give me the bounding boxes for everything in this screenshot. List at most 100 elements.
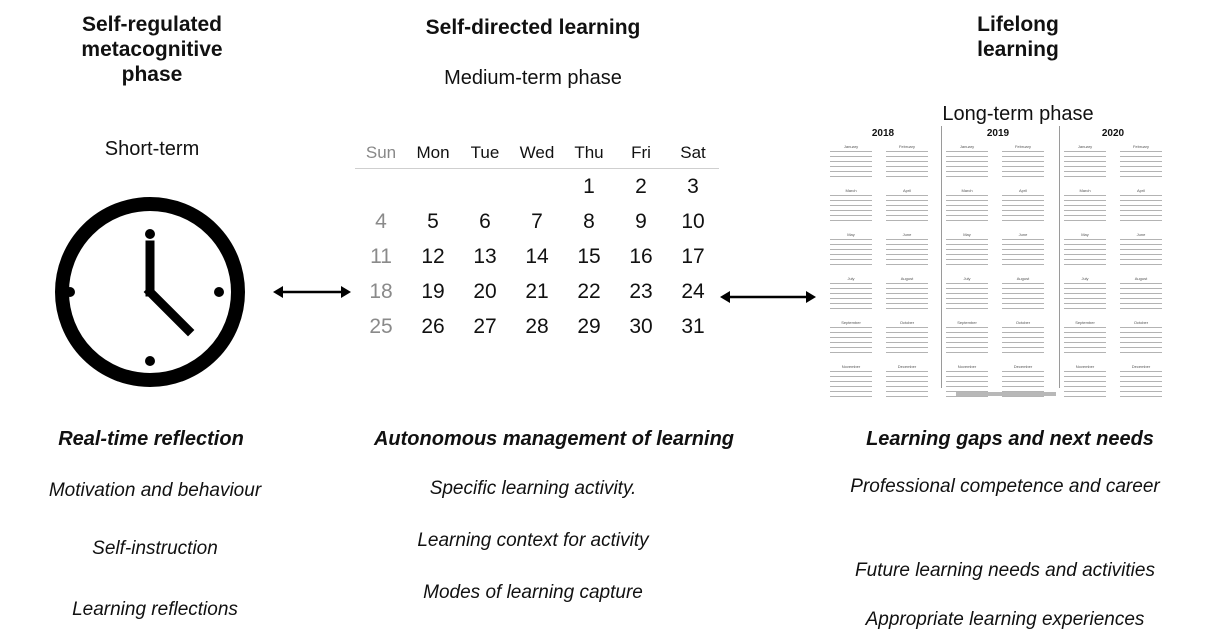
calendar-day: 11	[370, 244, 392, 268]
mini-month-name: October	[899, 320, 915, 325]
mini-month: January	[946, 144, 988, 188]
mini-month-name: August	[1016, 276, 1030, 281]
mini-month: May	[946, 232, 988, 276]
mini-month-days	[1120, 283, 1162, 313]
mini-month-name: January	[1077, 144, 1093, 149]
calendar-day: 9	[635, 209, 647, 233]
calendar-day: 23	[629, 279, 653, 303]
mini-month-name: February	[1132, 144, 1149, 149]
mini-month-name: March	[845, 188, 857, 193]
mini-month-days	[946, 151, 988, 181]
mini-month-name: December	[1013, 364, 1033, 369]
mini-month-name: September	[841, 320, 861, 325]
calendar-header-row: Sun Mon Tue Wed Thu Fri Sat	[355, 138, 719, 169]
mini-month-name: May	[1081, 232, 1089, 237]
calendar-day: 12	[421, 244, 445, 268]
mini-month-name: September	[957, 320, 977, 325]
mini-month-name: August	[900, 276, 914, 281]
mini-month: July	[830, 276, 872, 320]
mini-month: September	[1064, 320, 1106, 364]
day-header: Tue	[459, 138, 511, 169]
right-section-title: Learning gaps and next needs	[866, 428, 1154, 450]
calendar-day: 2	[635, 174, 647, 198]
calendar-week: 11 12 13 14 15 16 17	[355, 239, 719, 274]
mini-month-days	[830, 371, 872, 401]
mini-month-days	[946, 239, 988, 269]
left-title: Self-regulated metacognitive phase	[52, 12, 252, 87]
mini-month-days	[1002, 371, 1044, 401]
mini-month-days	[1002, 327, 1044, 357]
mini-month-days	[886, 239, 928, 269]
mini-month: October	[1002, 320, 1044, 364]
mini-month: November	[1064, 364, 1106, 408]
day-header: Fri	[615, 138, 667, 169]
calendar-day: 16	[629, 244, 653, 268]
calendar-day: 10	[681, 209, 705, 233]
right-item: Future learning needs and activities	[855, 560, 1155, 581]
mini-month-name: June	[1018, 232, 1028, 237]
mini-month-days	[1120, 195, 1162, 225]
mini-month-days	[946, 283, 988, 313]
right-title-line: learning	[977, 38, 1059, 61]
mini-month: December	[1002, 364, 1044, 408]
mini-month-name: May	[847, 232, 855, 237]
middle-item: Learning context for activity	[417, 530, 649, 551]
mini-month-name: November	[841, 364, 861, 369]
calendar-week: 4 5 6 7 8 9 10	[355, 204, 719, 239]
mini-month-name: September	[1075, 320, 1095, 325]
right-title: Lifelong learning	[900, 12, 1136, 62]
calendar-day	[407, 169, 459, 205]
mini-month-name: December	[897, 364, 917, 369]
mini-month-name: March	[961, 188, 973, 193]
year-label: 2019	[986, 128, 1010, 139]
mini-month: June	[886, 232, 928, 276]
mini-month: August	[1120, 276, 1162, 320]
mini-month-name: July	[1081, 276, 1089, 281]
double-arrow-icon	[720, 291, 816, 303]
mini-month-name: January	[959, 144, 975, 149]
mini-month: November	[830, 364, 872, 408]
mini-month-name: November	[1075, 364, 1095, 369]
mini-month-days	[886, 371, 928, 401]
mini-month-days	[830, 283, 872, 313]
mini-month: September	[946, 320, 988, 364]
mini-month-days	[1120, 327, 1162, 357]
mini-month: May	[830, 232, 872, 276]
calendar-week: 25 26 27 28 29 30 31	[355, 309, 719, 344]
left-item: Motivation and behaviour	[48, 480, 262, 501]
mini-month-name: January	[843, 144, 859, 149]
mini-month: March	[946, 188, 988, 232]
calendar-day: 18	[369, 279, 393, 303]
mini-month: January	[830, 144, 872, 188]
calendar-week: 1 2 3	[355, 169, 719, 205]
mini-month-name: December	[1131, 364, 1151, 369]
mini-month-days	[1064, 327, 1106, 357]
day-header: Sun	[355, 138, 407, 169]
mini-month: May	[1064, 232, 1106, 276]
mini-month-name: March	[1079, 188, 1091, 193]
year-divider	[941, 126, 942, 388]
mini-month-days	[1064, 195, 1106, 225]
calendar-day: 31	[681, 314, 705, 338]
mini-month: July	[1064, 276, 1106, 320]
calendar-week: 18 19 20 21 22 23 24	[355, 274, 719, 309]
mini-month-days	[830, 151, 872, 181]
middle-phase: Medium-term phase	[444, 67, 622, 89]
calendar-day: 20	[473, 279, 497, 303]
calendar-day: 13	[473, 244, 497, 268]
calendar-day: 30	[629, 314, 653, 338]
calendar-day: 15	[577, 244, 601, 268]
left-item: Learning reflections	[72, 599, 238, 620]
mini-month-days	[1120, 239, 1162, 269]
mini-month-name: May	[963, 232, 971, 237]
mini-month: April	[1002, 188, 1044, 232]
mini-month: June	[1120, 232, 1162, 276]
mini-month: October	[886, 320, 928, 364]
mini-month: December	[886, 364, 928, 408]
mini-month: February	[1120, 144, 1162, 188]
mini-month: December	[1120, 364, 1162, 408]
footer-credit	[956, 392, 1056, 396]
day-header: Mon	[407, 138, 459, 169]
mini-month: October	[1120, 320, 1162, 364]
mini-month-name: April	[902, 188, 911, 193]
